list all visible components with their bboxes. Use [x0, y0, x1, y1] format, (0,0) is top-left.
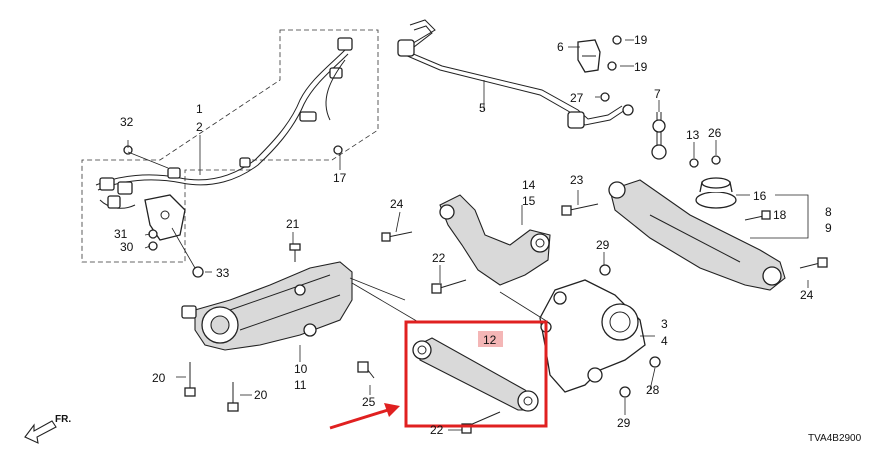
red-arrow	[329, 403, 400, 430]
knuckle	[539, 279, 646, 393]
label-part-30: 30	[120, 240, 134, 254]
label-part-20a: 20	[152, 371, 166, 385]
label-part-12: 12	[483, 333, 497, 347]
label-part-6: 6	[557, 40, 564, 54]
label-part-28: 28	[646, 383, 660, 397]
label-part-27: 27	[570, 91, 584, 105]
label-part-22a: 22	[432, 251, 446, 265]
label-part-33: 33	[216, 266, 230, 280]
label-part-24a: 24	[390, 197, 404, 211]
label-part-23: 23	[570, 173, 584, 187]
label-part-20b: 20	[254, 388, 268, 402]
label-part-32: 32	[120, 115, 134, 129]
stabilizer-holder	[577, 39, 601, 73]
label-part-31: 31	[114, 227, 128, 241]
label-part-26: 26	[708, 126, 722, 140]
stabilizer-link	[651, 112, 667, 160]
upper-arm	[439, 194, 551, 286]
label-part-8: 8	[825, 205, 832, 219]
lower-arm	[608, 179, 786, 291]
label-part-13: 13	[686, 128, 700, 142]
diagram-code: TVA4B2900	[808, 433, 862, 444]
label-part-4: 4	[661, 334, 668, 348]
wire-harness	[95, 37, 353, 209]
front-direction-arrow: FR.	[24, 414, 71, 444]
part-labels: 1 2 3 4 5 6 7 8 9 10 11 12 13 14 15 16 1…	[114, 33, 832, 437]
label-part-16: 16	[753, 189, 767, 203]
label-part-22b: 22	[430, 423, 444, 437]
spring-seat	[695, 177, 737, 209]
label-part-25: 25	[362, 395, 376, 409]
control-arm-12	[412, 337, 539, 412]
sensor-bracket	[144, 194, 196, 269]
stabilizer-bar	[397, 19, 634, 129]
label-part-29b: 29	[617, 416, 631, 430]
trailing-arm	[181, 261, 353, 351]
callout-12-bg	[478, 331, 503, 347]
label-part-18: 18	[773, 208, 787, 222]
label-part-3: 3	[661, 317, 668, 331]
label-part-19a: 19	[634, 33, 648, 47]
leader-lines	[127, 39, 809, 431]
label-part-2: 2	[196, 120, 203, 134]
label-part-17: 17	[333, 171, 347, 185]
front-direction-label: FR.	[55, 414, 71, 425]
label-part-7: 7	[654, 87, 661, 101]
label-part-29a: 29	[596, 238, 610, 252]
label-part-14: 14	[522, 178, 536, 192]
label-part-9: 9	[825, 221, 832, 235]
label-part-21: 21	[286, 217, 300, 231]
label-part-24b: 24	[800, 288, 814, 302]
label-part-19b: 19	[634, 60, 648, 74]
highlight-box	[404, 320, 548, 428]
harness-group-outline	[81, 29, 379, 263]
label-part-1: 1	[196, 102, 203, 116]
label-part-15: 15	[522, 194, 536, 208]
label-part-10: 10	[294, 362, 308, 376]
label-part-5: 5	[479, 101, 486, 115]
label-part-11: 11	[294, 378, 307, 392]
